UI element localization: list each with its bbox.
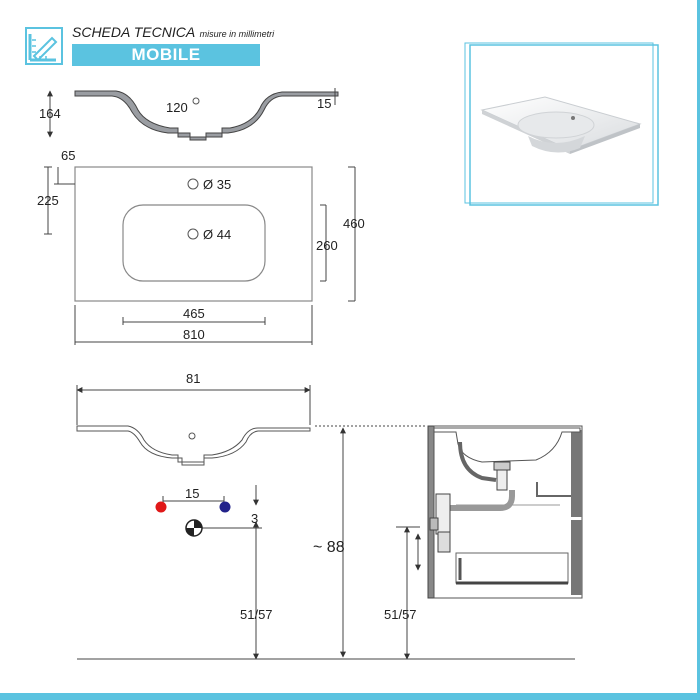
dim-floor-height-left: 51/57 — [240, 607, 273, 622]
accent-bottom-border — [0, 693, 700, 700]
dim-total-width: 810 — [183, 327, 205, 342]
dim-total-depth: 460 — [343, 216, 365, 231]
dim-offset-y: 225 — [37, 193, 59, 208]
dim-tap-gap: 120 — [166, 100, 188, 115]
product-photo — [464, 42, 659, 206]
accent-right-border — [697, 0, 700, 700]
dim-total-height: ~ 88 — [313, 539, 345, 556]
cold-water-icon — [219, 501, 231, 513]
dim-basin-width: 465 — [183, 306, 205, 321]
tap-hole-label: Ø 35 — [203, 177, 231, 192]
dim-basin-depth: 260 — [316, 238, 338, 253]
dim-top-height: 164 — [39, 106, 61, 121]
drain-hole-label: Ø 44 — [203, 227, 231, 242]
hot-water-icon — [155, 501, 167, 513]
top-section-profile — [47, 88, 339, 141]
header-title: SCHEDA TECNICA misure in millimetri — [72, 24, 274, 42]
dim-floor-height-right: 51/57 — [384, 607, 417, 622]
drain-symbol-icon — [185, 519, 203, 537]
dim-offset-x: 65 — [61, 148, 75, 163]
units-note: misure in millimetri — [199, 29, 275, 39]
sheet-title: SCHEDA TECNICA — [72, 24, 196, 40]
pencil-ruler-icon — [25, 27, 63, 65]
front-elevation — [76, 385, 575, 660]
cabinet-section — [396, 425, 583, 660]
dim-rim: 15 — [317, 96, 331, 111]
dim-supply-spacing: 15 — [185, 486, 199, 501]
plan-view — [44, 166, 356, 345]
dim-elevation-width: 81 — [186, 371, 200, 386]
category-banner: MOBILE — [72, 44, 260, 66]
dim-drain-offset: 3 — [251, 511, 258, 526]
